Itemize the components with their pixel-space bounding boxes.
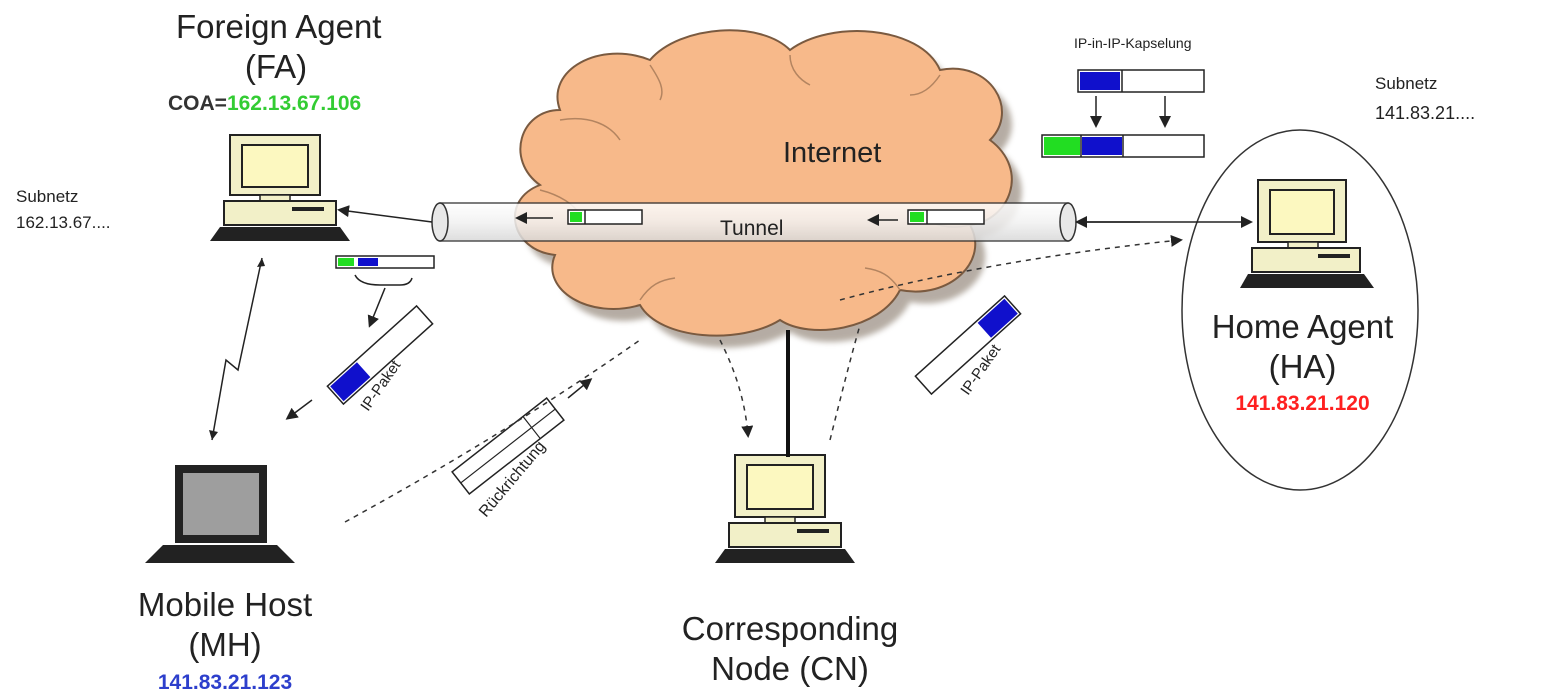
return-packet	[451, 396, 565, 496]
fa-packet	[335, 255, 435, 269]
return-arrow	[567, 378, 593, 399]
home-agent-name: Home Agent	[1211, 308, 1394, 345]
home-agent-abbr: (HA)	[1268, 348, 1337, 385]
encapsulation-label: IP-in-IP-Kapselung	[1074, 35, 1192, 51]
dashed-to-ha	[839, 234, 1183, 301]
foreign-agent-abbr: (FA)	[244, 48, 308, 85]
tunnel-packet-left	[567, 209, 643, 225]
cn-label-line2: Node (CN)	[711, 650, 869, 687]
fa-packet-brace	[354, 274, 413, 286]
home-agent-ip: 141.83.21.120	[1235, 392, 1370, 415]
internet-label: Internet	[783, 137, 881, 169]
corresponding-node-computer-icon	[715, 454, 855, 563]
mobile-host-ip: 141.83.21.123	[157, 671, 293, 694]
subnet-fa-label: Subnetz	[16, 187, 79, 206]
mobile-host-name: Mobile Host	[137, 586, 313, 623]
subnet-ha-value: 141.83.21....	[1375, 103, 1476, 123]
subnet-ha-label: Subnetz	[1375, 74, 1438, 93]
dashed-cn-right	[829, 324, 861, 441]
ip-packet-right	[914, 294, 1022, 396]
mobile-host-laptop-icon	[145, 465, 295, 563]
foreign-agent-computer-icon	[210, 134, 350, 241]
dashed-mh-to-cloud	[344, 339, 641, 523]
wireless-link	[211, 257, 263, 441]
tunnel-packet-right	[907, 209, 985, 225]
internet-cloud	[513, 29, 1013, 337]
fa-packet-arrow	[367, 287, 386, 328]
foreign-agent-coa: COA=162.13.67.106	[168, 93, 361, 114]
fa-tunnel-link	[337, 205, 433, 223]
coa-prefix: COA=	[168, 92, 227, 115]
dashed-cloud-to-cn-left	[719, 339, 754, 438]
home-network-ellipse	[1181, 129, 1419, 491]
mobile-host-abbr: (MH)	[188, 626, 262, 663]
cn-label-line1: Corresponding	[681, 610, 899, 647]
home-agent-computer-icon	[1240, 179, 1374, 288]
foreign-agent-name: Foreign Agent	[176, 8, 382, 45]
tunnel-label: Tunnel	[720, 217, 783, 240]
encap-packet-top	[1077, 69, 1205, 93]
coa-ip: 162.13.67.106	[226, 92, 362, 115]
encap-packet-bottom	[1041, 134, 1205, 158]
ip-packet-left	[326, 304, 434, 406]
subnet-fa-value: 162.13.67....	[16, 213, 111, 232]
ip-packet-left-arrow	[285, 399, 313, 420]
